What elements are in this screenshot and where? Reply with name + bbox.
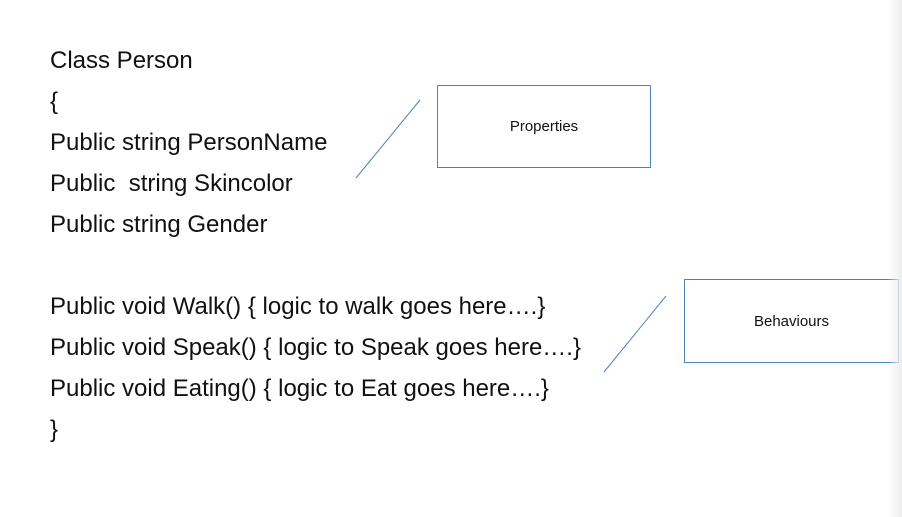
edge-shadow: [888, 0, 902, 517]
property-skin-color: Public string Skincolor: [50, 170, 293, 197]
property-person-name: Public string PersonName: [50, 129, 328, 156]
properties-callout-label: Properties: [509, 118, 579, 135]
behaviours-callout-box: Behaviours: [684, 279, 899, 363]
properties-connector-line: [355, 99, 421, 179]
behaviours-callout-label: Behaviours: [753, 312, 830, 330]
behaviours-connector-line: [603, 295, 667, 373]
class-declaration: Class Person: [50, 47, 193, 74]
open-brace: {: [50, 88, 59, 115]
method-speak: Public void Speak() { logic to Speak goe…: [50, 334, 581, 361]
properties-callout-box: Properties: [437, 85, 651, 168]
close-brace: }: [50, 416, 59, 443]
method-eating: Public void Eating() { logic to Eat goes…: [50, 375, 549, 402]
property-gender: Public string Gender: [50, 211, 268, 238]
method-walk: Public void Walk() { logic to walk goes …: [50, 293, 546, 320]
